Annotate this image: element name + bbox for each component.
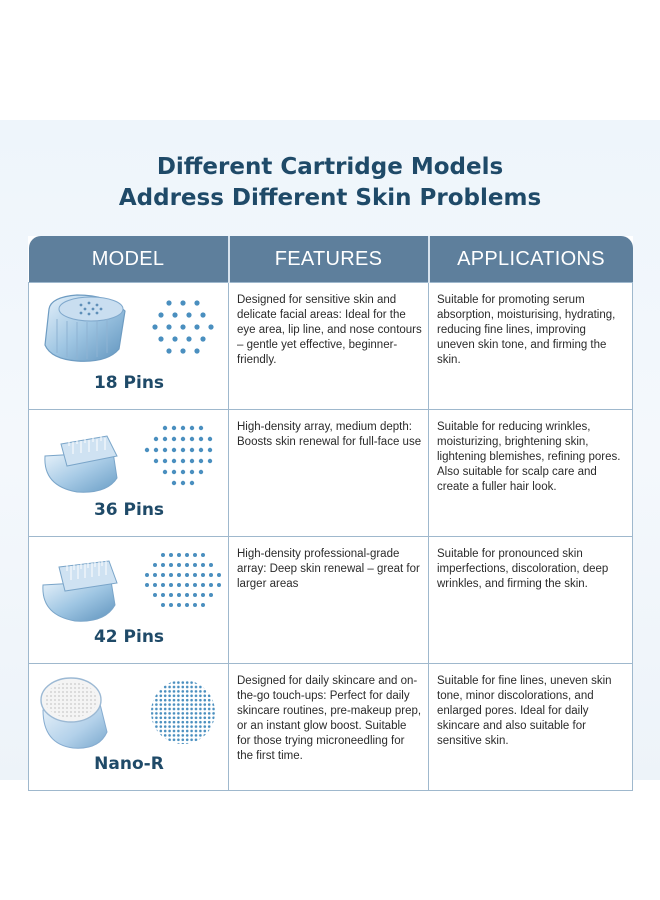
applications-cell: Suitable for pronounced skin imperfectio…	[428, 536, 633, 664]
applications-cell: Suitable for fine lines, uneven skin ton…	[428, 663, 633, 791]
cartridge-comparison-table: MODEL FEATURES APPLICATIONS	[28, 236, 633, 791]
model-cell: 36 Pins	[28, 409, 229, 537]
cartridge-42-pins-icon	[42, 552, 118, 622]
table-row: 42 Pins High-density professional-grade …	[28, 536, 633, 664]
pin-pattern-icon	[151, 680, 215, 744]
column-header-features: FEATURES	[228, 236, 430, 283]
page-title-line-1: Different Cartridge Models	[156, 154, 504, 180]
page-title-line-2: Address Different Skin Problems	[118, 185, 542, 211]
table-row: 36 Pins High-density array, medium depth…	[28, 409, 633, 537]
features-cell: High-density array, medium depth: Boosts…	[228, 409, 429, 537]
cartridge-nano-r-icon	[40, 677, 108, 749]
table-row: Nano-R Designed for daily skincare and o…	[28, 663, 633, 791]
features-cell: High-density professional-grade array: D…	[228, 536, 429, 664]
model-cell: 18 Pins	[28, 282, 229, 410]
pin-pattern-icon	[145, 553, 221, 607]
model-name: Nano-R	[94, 754, 164, 774]
cartridge-36-pins-icon	[44, 429, 118, 493]
features-cell: Designed for daily skincare and on-the-g…	[228, 663, 429, 791]
model-cell: 42 Pins	[28, 536, 229, 664]
model-name: 42 Pins	[93, 627, 165, 647]
table-row: 18 Pins Designed for sensitive skin and …	[28, 282, 633, 410]
pin-pattern-icon	[152, 300, 214, 354]
model-name: 36 Pins	[93, 500, 165, 520]
features-cell: Designed for sensitive skin and delicate…	[228, 282, 429, 410]
cartridge-18-pins-icon	[44, 294, 126, 362]
column-header-model: MODEL	[28, 236, 230, 283]
applications-cell: Suitable for reducing wrinkles, moisturi…	[428, 409, 633, 537]
column-header-applications: APPLICATIONS	[428, 236, 633, 283]
table-header-row: MODEL FEATURES APPLICATIONS	[28, 236, 633, 283]
model-cell: Nano-R	[28, 663, 229, 791]
pin-pattern-icon	[144, 425, 213, 486]
applications-cell: Suitable for promoting serum absorption,…	[428, 282, 633, 410]
model-name: 18 Pins	[93, 373, 165, 393]
